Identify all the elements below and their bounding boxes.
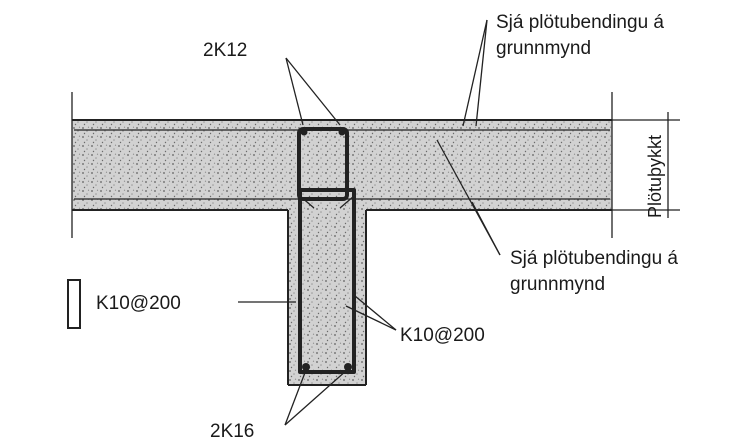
leader-slab-top-a bbox=[462, 19, 488, 127]
label-2k12: 2K12 bbox=[203, 40, 247, 61]
label-slab-thickness: Plötuþykkt bbox=[645, 135, 665, 218]
bottom-bar-right bbox=[344, 363, 352, 371]
label-slab-ref-top-1: Sjá plötubendingu á bbox=[496, 12, 664, 33]
label-legend-stirrup: K10@200 bbox=[96, 293, 181, 314]
leader-2k12-a bbox=[285, 57, 304, 126]
bottom-bar-left bbox=[302, 363, 310, 371]
top-bar-right bbox=[338, 128, 346, 136]
label-slab-ref-mid-2: grunnmynd bbox=[510, 274, 605, 295]
label-slab-ref-top-2: grunnmynd bbox=[496, 38, 591, 59]
leader-2k12-b bbox=[285, 57, 341, 126]
label-2k16: 2K16 bbox=[210, 421, 254, 439]
beam-stirrup bbox=[298, 188, 356, 374]
slab-zone-stirrup bbox=[297, 127, 349, 201]
legend-stirrup-symbol bbox=[67, 279, 81, 329]
label-beam-stirrup: K10@200 bbox=[400, 325, 485, 346]
leader-slab-top-b bbox=[475, 19, 488, 127]
leader-beam-stirrup-a bbox=[354, 295, 397, 331]
leader-2k16-b bbox=[284, 369, 348, 426]
top-bar-left bbox=[300, 128, 308, 136]
leader-2k16-a bbox=[284, 369, 307, 426]
leader-beam-stirrup-b bbox=[345, 305, 397, 331]
label-slab-ref-mid-1: Sjá plötubendingu á bbox=[510, 248, 678, 269]
leader-slab-mid-b bbox=[471, 201, 501, 256]
beam-stirrup-hook bbox=[299, 195, 355, 209]
